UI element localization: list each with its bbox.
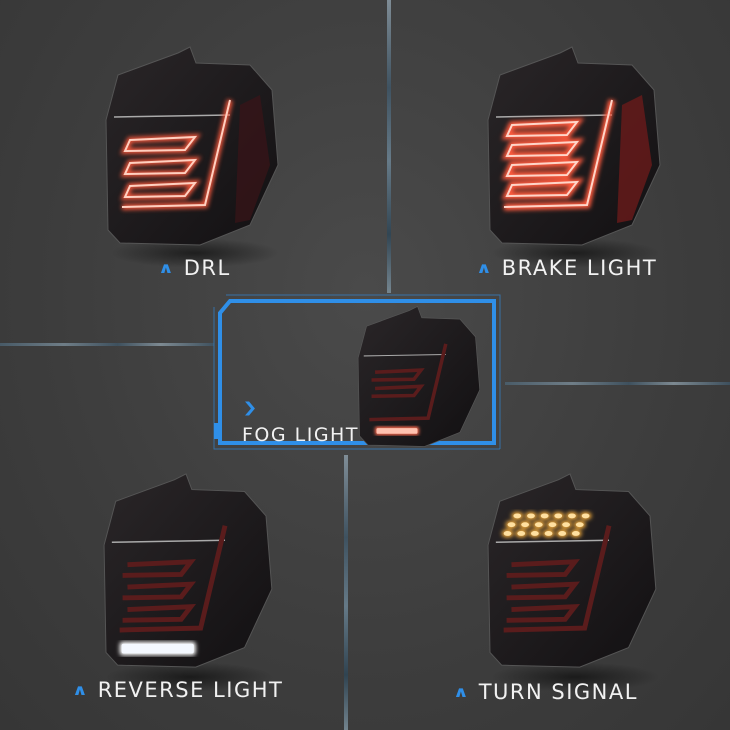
divider-horizontal-right [505,382,730,385]
label-text: FOG LIGHT [242,424,359,446]
chevron-up-icon: ∧ [452,683,471,701]
chevron-right-icon: ❯ [242,400,258,416]
label-drl: ∧ DRL [157,256,231,280]
highlight-frame [213,294,501,450]
taillight-drl-image [105,46,279,246]
label-fog-light: FOG LIGHT [242,424,359,446]
label-turn-signal: ∧ TURN SIGNAL [452,680,638,704]
label-reverse-light: ∧ REVERSE LIGHT [71,678,284,702]
label-text: REVERSE LIGHT [97,678,284,702]
taillight-fog-image [357,305,481,447]
label-text: DRL [183,256,231,280]
divider-horizontal-left [0,343,214,346]
chevron-up-icon: ∧ [475,259,494,277]
taillight-turn-image [487,473,657,668]
label-text: TURN SIGNAL [478,680,638,704]
taillight-brake-image [487,46,661,246]
label-text: BRAKE LIGHT [501,256,658,280]
taillight-reverse-image [103,473,273,668]
chevron-up-icon: ∧ [157,259,176,277]
divider-vertical-bottom [344,455,348,730]
label-brake-light: ∧ BRAKE LIGHT [475,256,658,280]
chevron-up-icon: ∧ [71,681,90,699]
divider-vertical-top [387,0,391,293]
